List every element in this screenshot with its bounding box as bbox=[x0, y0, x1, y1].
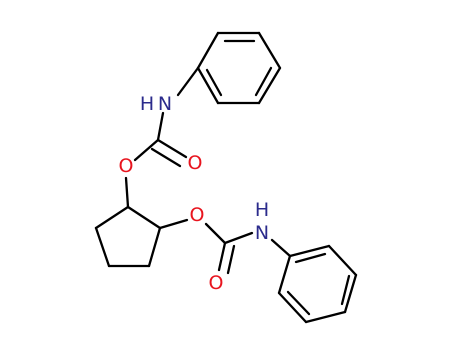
cyclopentane-ring bbox=[94, 176, 162, 268]
atom-label-o-carbonyl-top: O bbox=[188, 152, 203, 174]
carbamate-top bbox=[133, 66, 200, 168]
phenyl-ring-top bbox=[196, 31, 282, 105]
atom-label-n-bottom: N bbox=[255, 222, 269, 244]
phenyl-ring-bottom bbox=[277, 244, 358, 324]
atom-label-o-carbonyl-bottom: O bbox=[209, 272, 224, 294]
carbamate-bottom bbox=[158, 218, 292, 275]
atom-label-nh-top: H N bbox=[140, 93, 172, 115]
atom-label-h-bottom: H bbox=[255, 199, 269, 221]
atom-label-o-ester-bottom: O bbox=[190, 204, 205, 226]
atom-label-o-ester-top: O bbox=[119, 155, 134, 177]
